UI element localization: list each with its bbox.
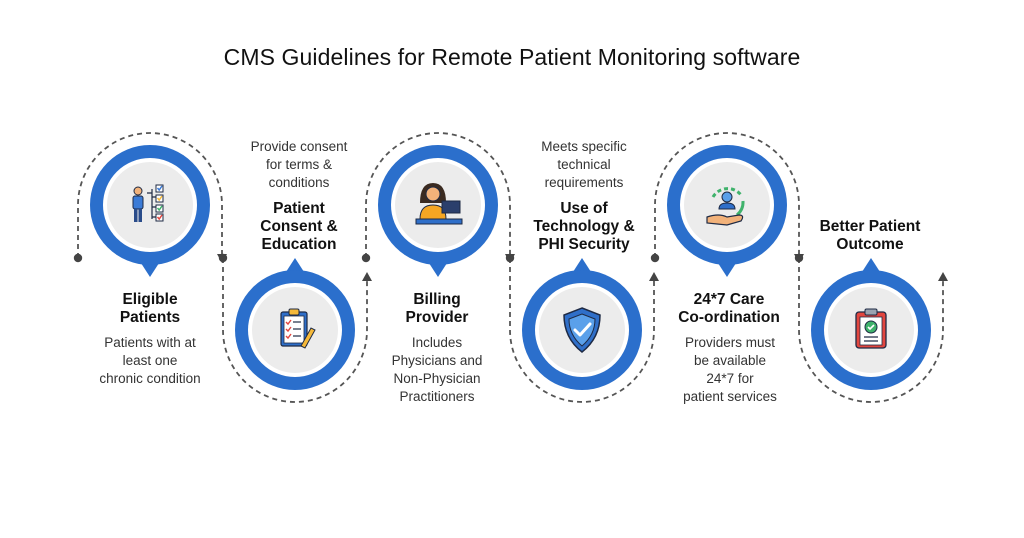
connector-arc (222, 258, 368, 403)
connector-arc (365, 132, 511, 258)
arrow-up-icon (649, 272, 659, 281)
consent-clipboard-icon (280, 308, 316, 349)
step-5-heading: 24*7 Care Co-ordination (678, 291, 780, 326)
step-1-heading: Eligible Patients (119, 291, 181, 326)
outcome-clipboard-icon (855, 308, 887, 349)
arrow-up-icon (938, 272, 948, 281)
connector-arcs (73, 132, 948, 403)
connector-dot (505, 253, 515, 263)
step-1-description: Patients with at least one chronic condi… (99, 335, 201, 386)
connector-arc (509, 258, 655, 403)
step-6-disc (811, 258, 931, 390)
connector-dot (794, 253, 804, 263)
connector-arc (798, 258, 944, 403)
step-5-disc (667, 145, 787, 277)
step-5-description: Providers must be available 24*7 for pat… (683, 335, 777, 404)
arrow-up-icon (362, 272, 372, 281)
step-3-disc (378, 145, 498, 277)
step-4-disc (522, 258, 642, 390)
step-3-heading: Billing Provider (405, 291, 469, 326)
care-coordination-icon (706, 187, 745, 226)
connector-arc (77, 132, 223, 258)
patient-checklist-icon (132, 184, 164, 222)
step-2-heading: Patient Consent & Education (260, 200, 338, 253)
connector-arc (654, 132, 800, 258)
connector-dot (218, 253, 228, 263)
connector-dot (361, 253, 371, 263)
billing-provider-icon (415, 183, 463, 225)
step-3-description: Includes Physicians and Non-Physician Pr… (391, 335, 483, 404)
step-2-disc (235, 258, 355, 390)
connector-dot (73, 253, 83, 263)
step-4-heading: Use of Technology & PHI Security (533, 200, 635, 253)
step-4-description: Meets specific technical requirements (541, 139, 627, 190)
security-shield-icon (563, 307, 601, 353)
step-6-heading: Better Patient Outcome (819, 218, 921, 253)
step-1-disc (90, 145, 210, 277)
step-discs (90, 145, 931, 390)
step-2-description: Provide consent for terms & conditions (250, 139, 348, 190)
connector-dot (650, 253, 660, 263)
page-title: CMS Guidelines for Remote Patient Monito… (223, 44, 801, 70)
